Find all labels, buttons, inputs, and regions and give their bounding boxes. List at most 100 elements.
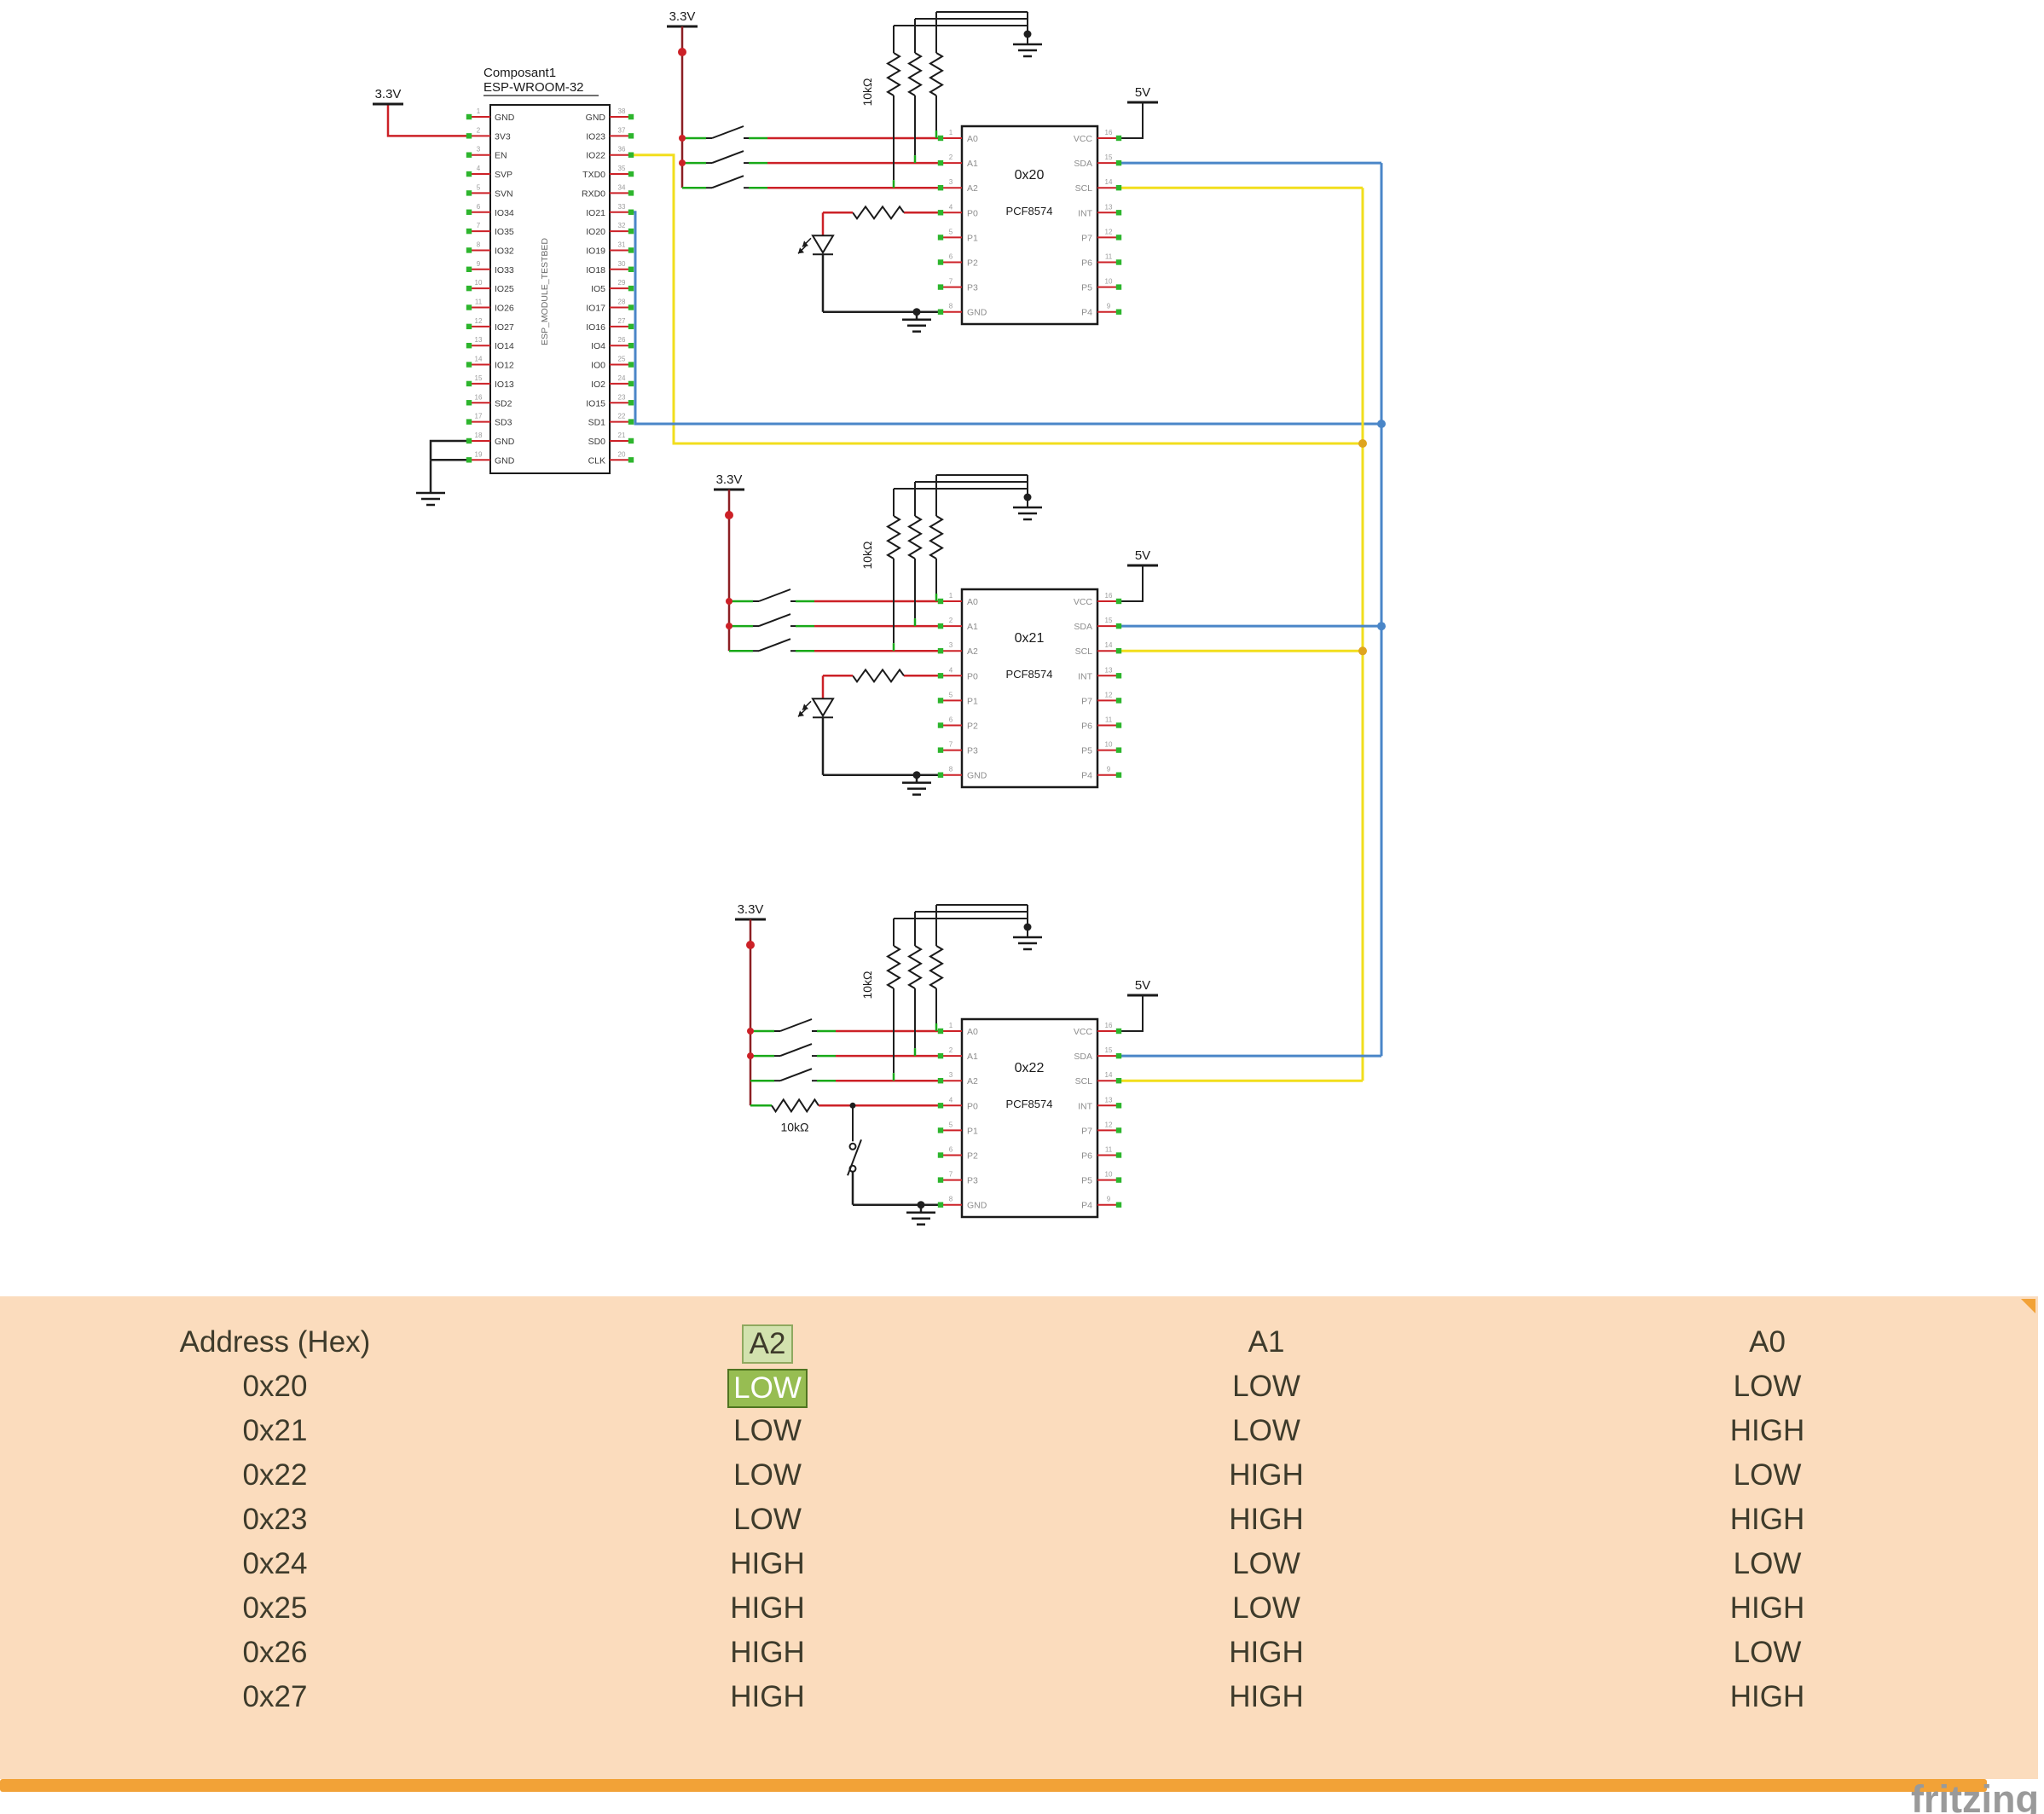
pin-tip xyxy=(937,673,944,679)
pin-tip xyxy=(1115,1127,1122,1133)
wire-scl[interactable] xyxy=(631,154,1363,445)
junction-dot xyxy=(746,941,755,949)
pin-number: 5 xyxy=(949,691,953,698)
pin-number: 11 xyxy=(475,298,483,306)
selected-value[interactable]: LOW xyxy=(727,1368,808,1408)
pcf8574-body-0x22[interactable] xyxy=(960,1017,1099,1219)
resistor[interactable] xyxy=(852,668,905,684)
resistor[interactable] xyxy=(771,1098,819,1114)
button-lever[interactable] xyxy=(847,1139,862,1176)
pin-tip xyxy=(937,747,944,753)
resistor[interactable] xyxy=(886,515,901,559)
resistor[interactable] xyxy=(929,945,944,989)
pin-number: 2 xyxy=(949,617,953,624)
resistor[interactable] xyxy=(907,515,923,559)
note-bottom-bar[interactable] xyxy=(0,1779,1987,1792)
pin-number: 5 xyxy=(949,1121,953,1128)
cell-address: 0x26 xyxy=(242,1636,308,1669)
wire-5v[interactable] xyxy=(1119,995,1144,1032)
switch[interactable] xyxy=(758,613,791,628)
pin-label: SVN xyxy=(495,188,513,199)
pin-number: 3 xyxy=(949,1071,953,1079)
pin-label: P5 xyxy=(1081,283,1092,293)
resistor[interactable] xyxy=(907,52,923,96)
wire-5v[interactable] xyxy=(1119,102,1144,139)
wire-3v3[interactable] xyxy=(386,104,469,137)
pin-number: 10 xyxy=(1105,741,1113,749)
pin-tip xyxy=(937,1052,944,1059)
switch[interactable] xyxy=(758,638,791,652)
pin-number: 15 xyxy=(1105,154,1113,161)
pin-number: 6 xyxy=(477,203,481,211)
junction-dot xyxy=(726,623,732,630)
pin-number: 11 xyxy=(1105,253,1113,261)
pin-number: 10 xyxy=(475,279,483,287)
switch[interactable] xyxy=(711,175,744,189)
switch[interactable] xyxy=(758,588,791,602)
pin-label: P3 xyxy=(967,1176,978,1186)
pin-tip xyxy=(466,380,472,387)
pin-number: 14 xyxy=(475,356,483,363)
wire-gnd[interactable] xyxy=(429,439,469,461)
switch[interactable] xyxy=(779,1018,813,1032)
pin-label: P5 xyxy=(1081,1176,1092,1186)
pcf-address: 0x20 xyxy=(1015,168,1045,183)
pin-number: 8 xyxy=(949,766,953,774)
pin-label: P7 xyxy=(1081,696,1092,706)
switch[interactable] xyxy=(711,125,744,139)
junction-dot xyxy=(725,511,733,519)
pin-number: 10 xyxy=(1105,1171,1113,1179)
pin-label: SD1 xyxy=(588,418,606,428)
pin-number: 5 xyxy=(949,228,953,235)
pin-number: 30 xyxy=(618,260,626,268)
pin-tip xyxy=(466,343,472,349)
highlighted-header[interactable]: A2 xyxy=(741,1324,794,1364)
pin-label: P0 xyxy=(967,1101,978,1111)
led[interactable] xyxy=(811,698,835,718)
pin-label: A2 xyxy=(967,646,978,657)
pin-label: IO22 xyxy=(586,151,605,161)
switch[interactable] xyxy=(711,150,744,165)
note-resize-handle-icon[interactable] xyxy=(2021,1299,2035,1313)
pin-label: IO14 xyxy=(495,341,514,351)
pin-tip xyxy=(628,380,634,387)
pin-label: GND xyxy=(495,437,515,447)
resistor[interactable] xyxy=(907,945,923,989)
pin-label: IO12 xyxy=(495,361,514,371)
cell-address: 0x23 xyxy=(242,1503,308,1536)
pin-number: 12 xyxy=(475,317,483,325)
switch[interactable] xyxy=(779,1068,813,1082)
pin-label: IO17 xyxy=(586,304,605,314)
power-label: 5V xyxy=(1135,548,1150,563)
resistor[interactable] xyxy=(886,52,901,96)
pin-label: IO27 xyxy=(495,322,514,333)
pin-tip xyxy=(628,228,634,235)
fritzing-logo: fritzing xyxy=(1911,1777,2039,1814)
resistor[interactable] xyxy=(886,945,901,989)
button-contact[interactable] xyxy=(848,1142,857,1150)
resistor[interactable] xyxy=(929,515,944,559)
pin-tip xyxy=(937,185,944,191)
pin-label: GND xyxy=(586,113,606,123)
pin-number: 27 xyxy=(618,317,626,325)
pin-tip xyxy=(1115,698,1122,704)
pin-number: 6 xyxy=(949,716,953,724)
resistor[interactable] xyxy=(929,52,944,96)
resistor[interactable] xyxy=(852,205,905,221)
pcf8574-body-0x21[interactable] xyxy=(960,588,1099,789)
pin-label: P2 xyxy=(967,258,978,269)
led[interactable] xyxy=(811,235,835,255)
esp-ref: Composant1 xyxy=(483,66,556,80)
pin-tip xyxy=(937,1103,944,1109)
pin-tip xyxy=(628,171,634,177)
wire-5v[interactable] xyxy=(1119,565,1144,602)
pin-number: 13 xyxy=(1105,203,1113,211)
pin-label: CLK xyxy=(588,455,605,466)
pin-number: 2 xyxy=(949,1046,953,1054)
switch[interactable] xyxy=(779,1043,813,1058)
pcf8574-body-0x20[interactable] xyxy=(960,125,1099,326)
pin-number: 7 xyxy=(949,1171,953,1179)
cell-a2: LOW xyxy=(733,1503,802,1536)
pin-tip xyxy=(1115,259,1122,265)
